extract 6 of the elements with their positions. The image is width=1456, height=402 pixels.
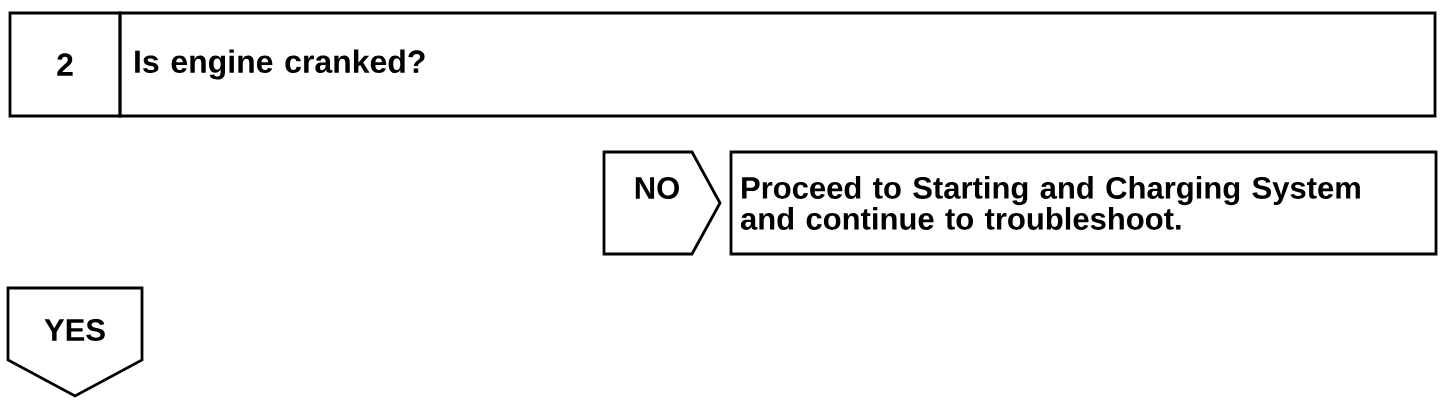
edge-label: NO (632, 176, 682, 200)
answer-chevron: YES (6, 286, 144, 398)
question-box: Is engine cranked? (118, 11, 1437, 118)
action-box: Proceed to Starting and Charging System and continue to troubleshoot. (729, 150, 1438, 256)
step-number-box: 2 (8, 11, 122, 118)
answer-chevron (602, 150, 722, 256)
